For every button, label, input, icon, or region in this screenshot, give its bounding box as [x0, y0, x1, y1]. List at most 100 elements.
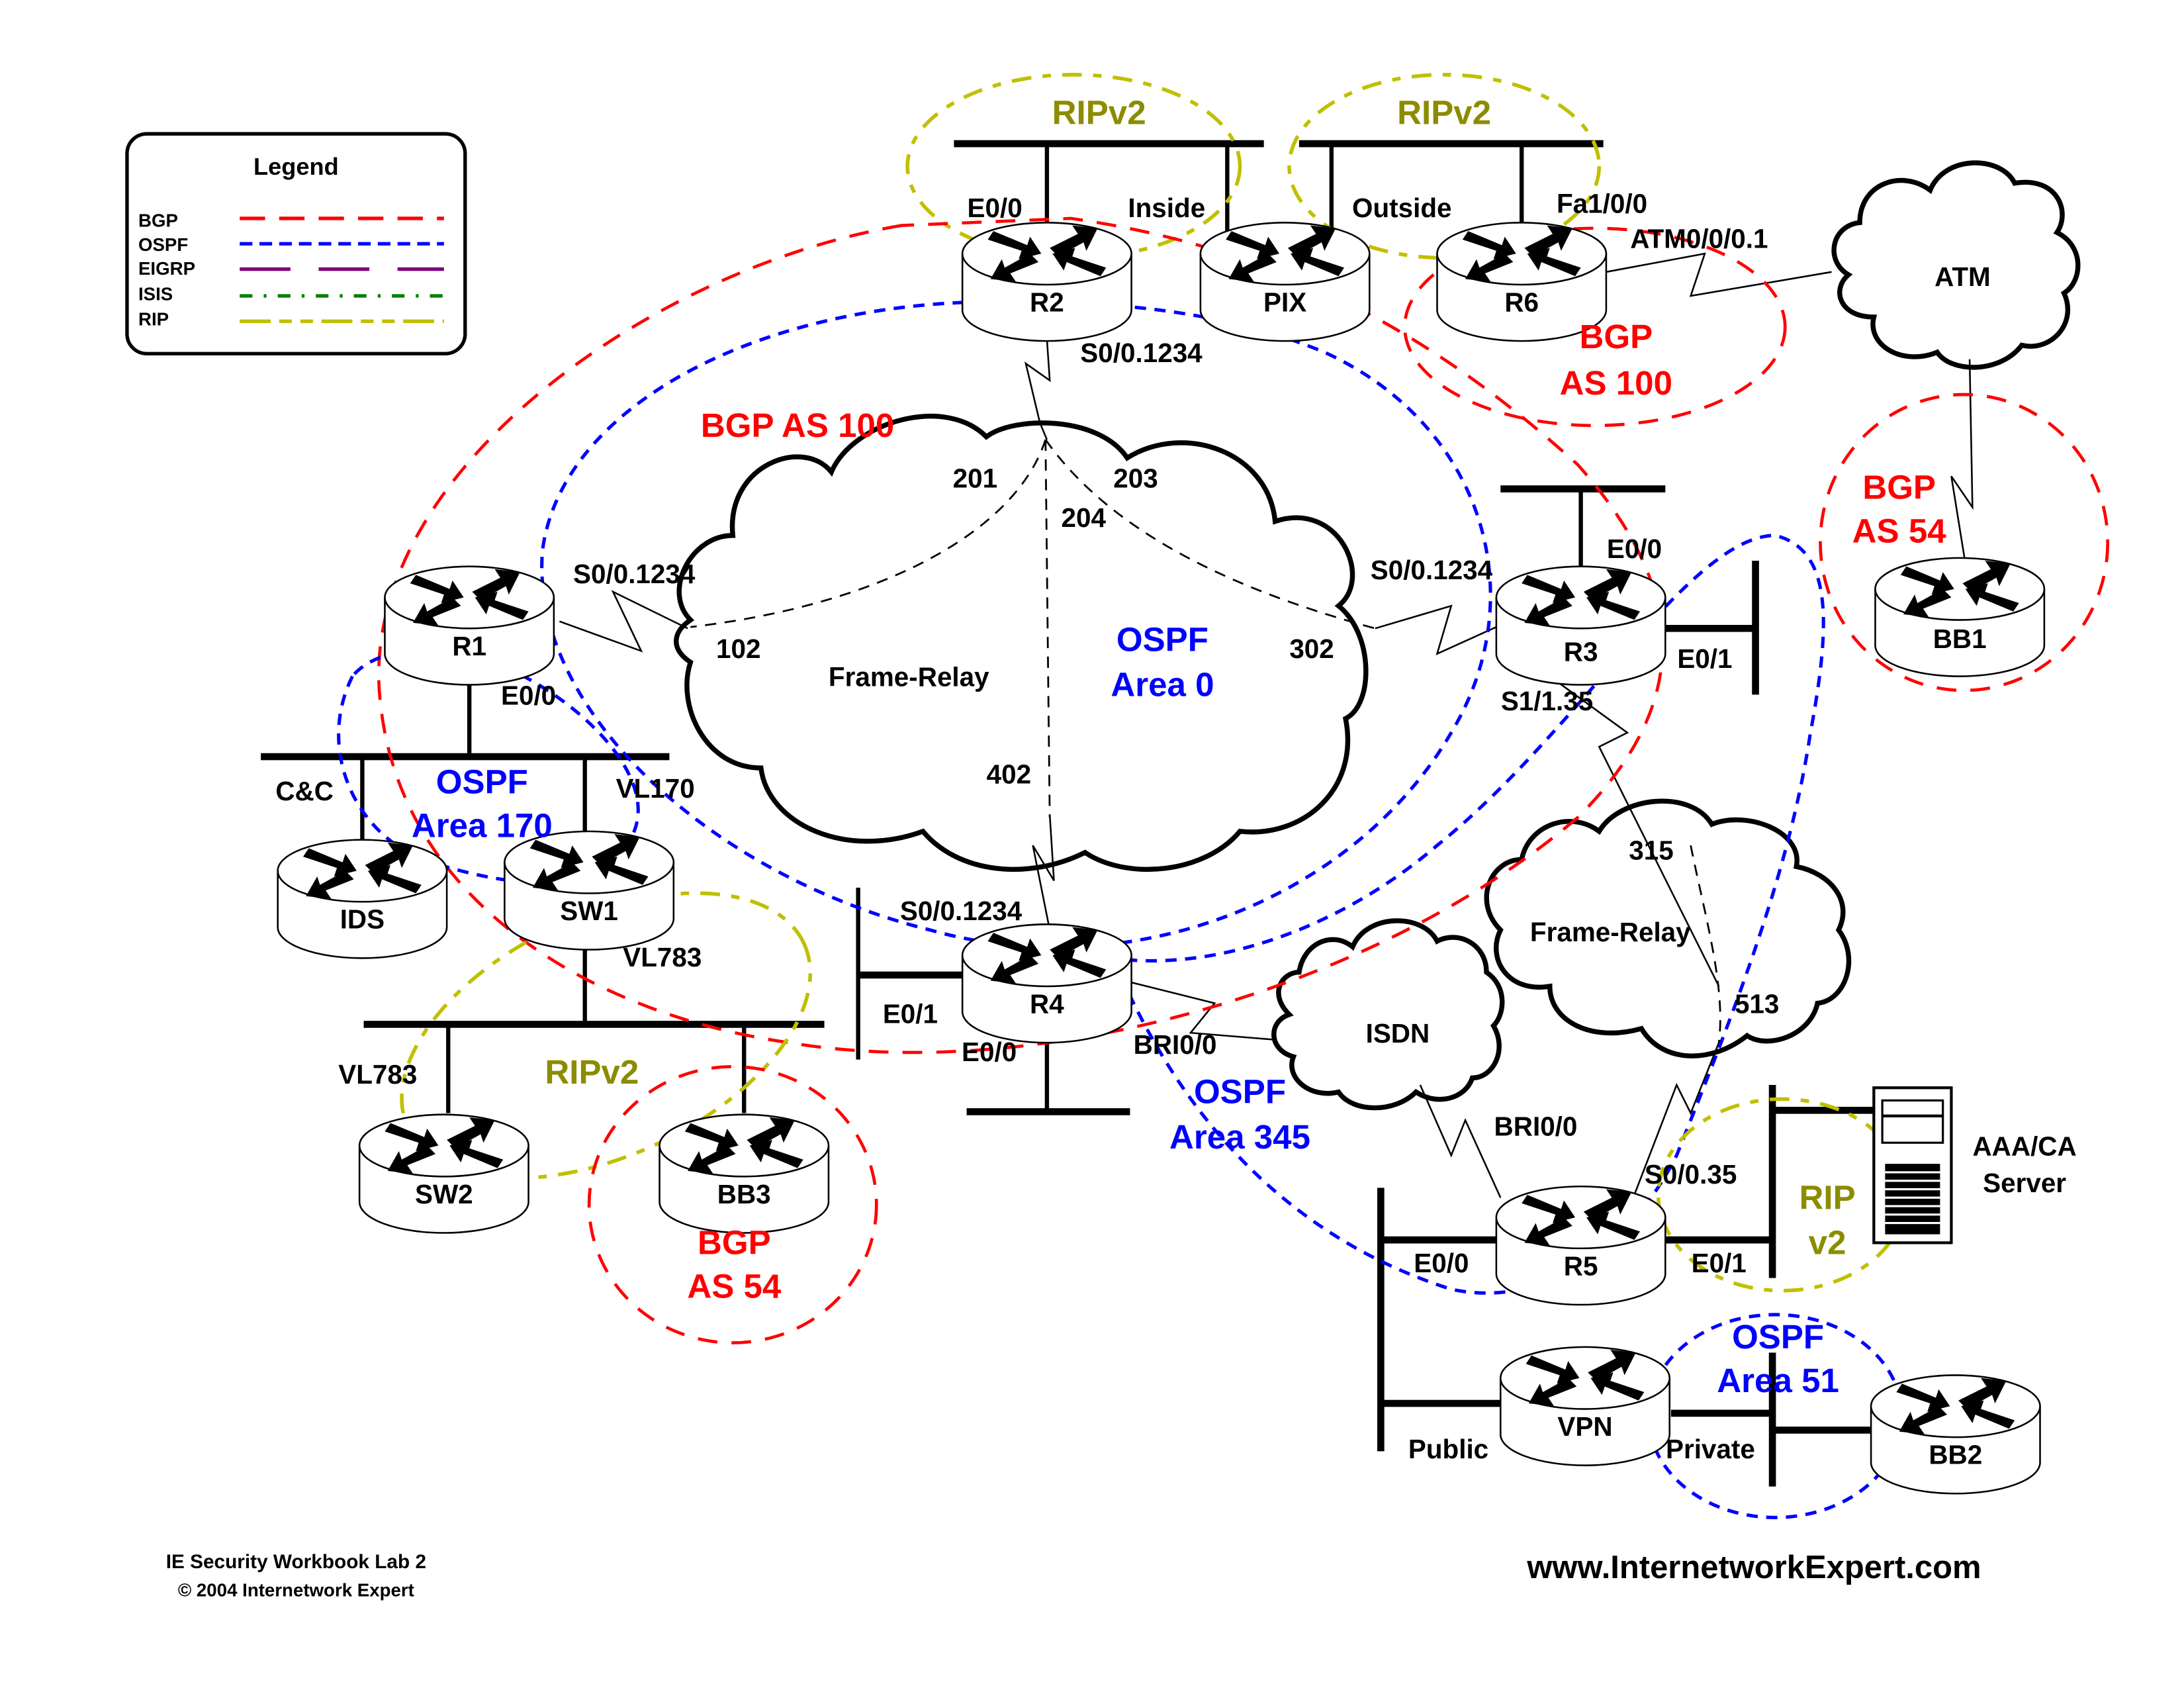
switch-sw1[interactable]: SW1 [504, 830, 675, 951]
router-bb1[interactable]: BB1 [1874, 557, 2046, 677]
dlci-label: 315 [1629, 835, 1673, 865]
interface-label: S0/0.1234 [900, 896, 1023, 926]
footer-copyright: © 2004 Internetwork Expert [178, 1580, 414, 1601]
router-label: SW2 [415, 1179, 473, 1209]
ids-sensor[interactable]: IDS [277, 839, 448, 959]
bgp-label: BGP [1579, 318, 1653, 355]
legend-label: RIP [138, 309, 169, 330]
router-r6[interactable]: R6 [1436, 222, 1608, 342]
ethernet-segments [261, 140, 1874, 1487]
ospf-label: Area 345 [1169, 1118, 1310, 1156]
bgp-label: BGP [698, 1223, 771, 1261]
legend-item-ospf: OSPF [138, 234, 444, 255]
dlci-label: 102 [716, 633, 760, 664]
router-label: R2 [1030, 287, 1064, 317]
bgp-label: AS 54 [687, 1267, 782, 1305]
interface-label: E0/1 [1692, 1248, 1747, 1278]
interface-label: E0/1 [1677, 643, 1732, 674]
interface-label: Public [1408, 1434, 1488, 1464]
ospf-label: Area 0 [1111, 666, 1214, 704]
legend-label: BGP [138, 211, 178, 231]
legend-item-eigrp: EIGRP [138, 258, 444, 279]
rip-label: RIPv2 [1052, 93, 1146, 131]
rip-label: RIPv2 [1397, 93, 1491, 131]
legend-label: ISIS [138, 283, 173, 304]
interface-label: E0/0 [1607, 534, 1662, 564]
router-bb3[interactable]: BB3 [659, 1113, 830, 1234]
domain-labels: RIPv2 RIPv2 BGP AS 100 BGP AS 100 BGP AS… [412, 93, 1946, 1399]
dlci-label: 204 [1061, 502, 1106, 533]
switch-sw2[interactable]: SW2 [358, 1113, 529, 1234]
firewall-pix[interactable]: PIX [1199, 222, 1371, 342]
ospf-area345-outline [1110, 534, 1825, 1295]
router-label: BB1 [1933, 624, 1987, 654]
interface-label: VL170 [616, 773, 695, 804]
bgp-domain-outline [1819, 393, 2110, 692]
legend-label: OSPF [138, 234, 188, 255]
atm-cloud: ATM [1831, 160, 2081, 370]
rip-label: RIP [1799, 1178, 1856, 1216]
router-r3[interactable]: R3 [1495, 565, 1666, 686]
aaa-ca-server[interactable]: AAA/CA Server [1872, 1086, 2077, 1244]
router-r1[interactable]: R1 [384, 565, 555, 686]
legend-title: Legend [253, 153, 339, 180]
interface-label: Outside [1352, 193, 1452, 223]
rip-label: v2 [1809, 1223, 1846, 1261]
cloud-label: ISDN [1366, 1018, 1430, 1049]
interface-label: E0/0 [1414, 1248, 1469, 1278]
cloud-label: Frame-Relay [829, 662, 989, 692]
interface-label: Fa1/0/0 [1557, 188, 1647, 218]
ospf-label: Area 51 [1717, 1362, 1839, 1399]
legend-item-isis: ISIS [138, 283, 444, 304]
router-label: BB2 [1929, 1440, 1982, 1470]
interface-label: E0/0 [968, 193, 1023, 223]
legend-item-bgp: BGP [138, 211, 444, 231]
dlci-label: 203 [1113, 463, 1158, 493]
legend-label: EIGRP [138, 258, 195, 279]
router-label: R3 [1564, 636, 1598, 667]
serial-links [559, 252, 1974, 1198]
interface-label: Private [1666, 1434, 1755, 1464]
router-label: VPN [1557, 1411, 1612, 1442]
server-icon [1872, 1086, 1953, 1244]
server-label: Server [1983, 1168, 2066, 1198]
cloud-label: ATM [1934, 261, 1991, 292]
router-label: PIX [1263, 287, 1306, 317]
interface-labels: E0/0 Inside Outside Fa1/0/0 ATM0/0/0.1 S… [275, 188, 1768, 1464]
interface-label: E0/0 [962, 1037, 1017, 1067]
ospf-label: OSPF [436, 763, 528, 800]
interface-label: Inside [1128, 193, 1205, 223]
isdn-cloud: ISDN [1271, 918, 1505, 1111]
router-label: R1 [452, 631, 486, 661]
frame-relay-main-cloud: Frame-Relay [674, 413, 1369, 872]
footer: IE Security Workbook Lab 2 © 2004 Intern… [166, 1550, 1981, 1601]
rip-label: RIPv2 [545, 1053, 639, 1091]
router-r2[interactable]: R2 [961, 222, 1132, 342]
interface-label: E0/1 [883, 998, 938, 1029]
router-label: R6 [1504, 287, 1539, 317]
interface-label: S0/0.35 [1645, 1159, 1737, 1190]
interface-label: S1/1.35 [1501, 686, 1593, 716]
router-r4[interactable]: R4 [961, 923, 1132, 1044]
ospf-area0-outline [540, 300, 1492, 949]
dlci-label: 513 [1735, 988, 1779, 1019]
interface-label: S0/0.1234 [573, 559, 696, 589]
router-r5[interactable]: R5 [1495, 1185, 1666, 1306]
router-label: BB3 [717, 1179, 771, 1209]
interface-label: ATM0/0/0.1 [1630, 224, 1768, 254]
interface-label: BRI0/0 [1494, 1111, 1578, 1142]
cloud-label: Frame-Relay [1530, 917, 1691, 947]
router-bb2[interactable]: BB2 [1870, 1374, 2041, 1495]
router-label: R4 [1030, 988, 1064, 1019]
legend-box [125, 132, 467, 355]
vpn-concentrator[interactable]: VPN [1500, 1346, 1670, 1466]
router-label: IDS [340, 904, 385, 935]
interface-label: S0/0.1234 [1371, 555, 1493, 585]
interface-label: S0/0.1234 [1080, 338, 1203, 368]
bgp-label: BGP AS 100 [701, 406, 894, 444]
footer-website-link[interactable]: www.InternetworkExpert.com [1526, 1550, 1981, 1585]
bgp-label: AS 100 [1560, 364, 1672, 402]
dlci-labels: 201 203 204 102 302 402 315 513 [716, 463, 1779, 1019]
bgp-label: BGP [1862, 469, 1936, 506]
interface-label: VL783 [338, 1059, 417, 1090]
